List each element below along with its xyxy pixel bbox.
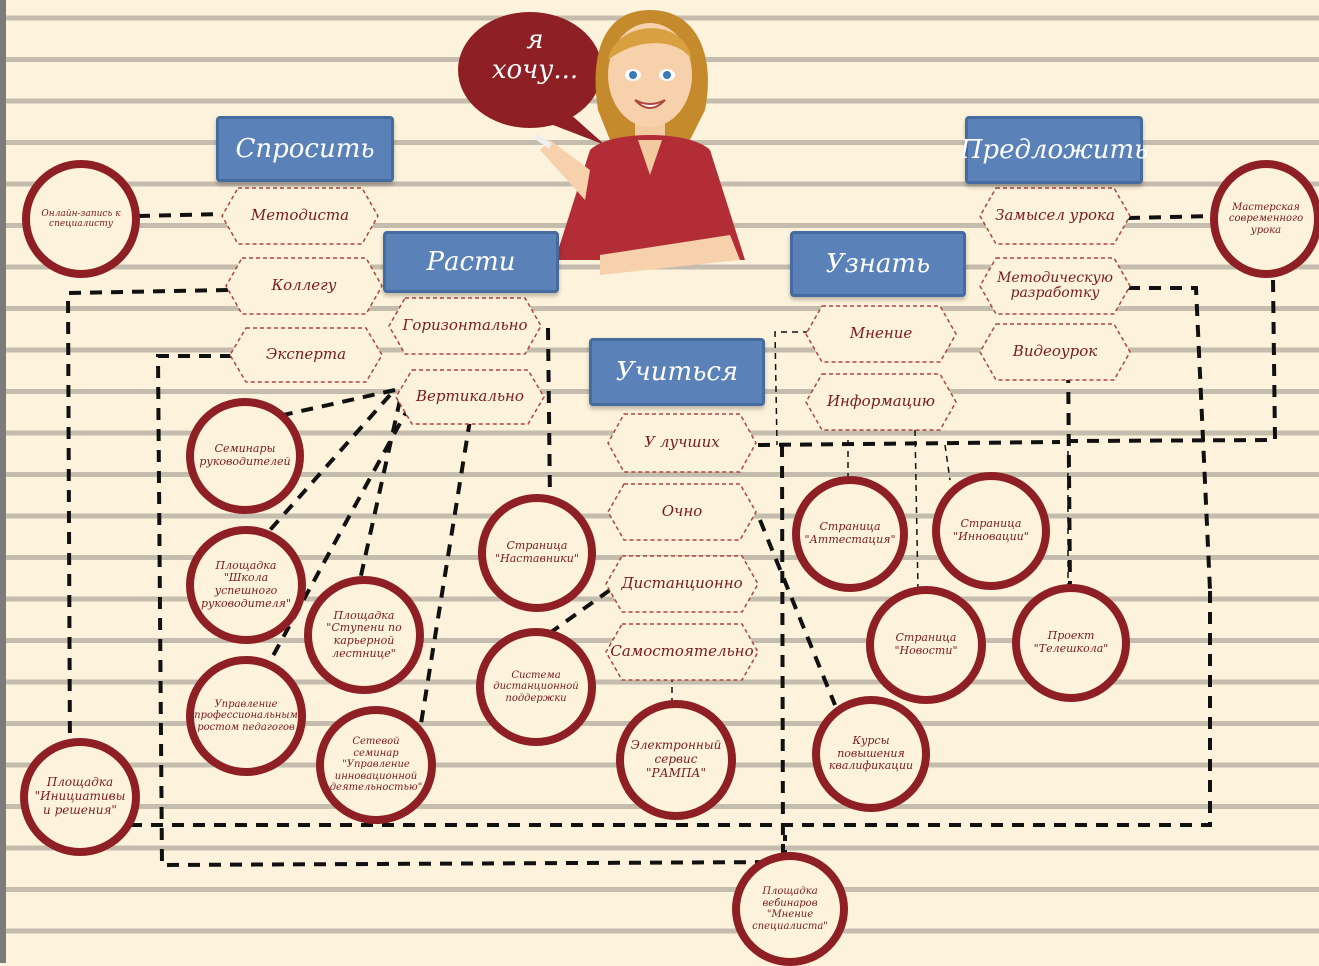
circle-news-page[interactable]: Страница "Новости" (866, 586, 986, 704)
circle-network-seminar[interactable]: Сетевой семинар "Управление инновационно… (316, 706, 436, 824)
circle-seminars[interactable]: Семинары руководителей (186, 398, 304, 514)
hex-mnenie (805, 305, 957, 363)
header-offer[interactable]: Предложить (960, 116, 1148, 184)
hex-zamysel (979, 187, 1131, 245)
hex-samost (605, 623, 759, 681)
hex-metodista (221, 187, 379, 245)
circle-management[interactable]: Управление профессиональным ростом педаг… (186, 656, 306, 776)
bubble-line2: хочу... (491, 54, 579, 85)
connector-vert-seminars (269, 388, 396, 420)
hex-best (607, 413, 757, 473)
hex-horizontal (388, 297, 542, 355)
hex-ochno (607, 483, 757, 541)
left-margin-bar (0, 0, 6, 963)
circle-attestation-page[interactable]: Страница "Аттестация" (792, 476, 908, 592)
circle-initiatives[interactable]: Площадка "Инициативы и решения" (20, 738, 140, 856)
hex-kollegu (225, 257, 383, 315)
circle-mentors-page[interactable]: Страница "Наставники" (478, 494, 596, 612)
hex-method (979, 257, 1131, 315)
header-ask[interactable]: Спросить (216, 116, 394, 182)
connector-best-right (757, 440, 1061, 447)
hex-distance (605, 555, 759, 613)
circle-ramp-service[interactable]: Электронный сервис "РАМПА" (616, 700, 736, 820)
connector-vert-school (268, 393, 392, 532)
circle-distance-system[interactable]: Система дистанционной поддержки (476, 628, 596, 746)
circle-online-booking[interactable]: Онлайн-запись к специалисту (22, 160, 140, 278)
connector-bottom-long (130, 590, 1212, 827)
connector-vert-career (358, 399, 402, 581)
circle-courses[interactable]: Курсы повышения квалификации (812, 696, 930, 812)
connector-info-right (914, 429, 919, 591)
circle-teleschool[interactable]: Проект "Телешкола" (1012, 584, 1130, 702)
circle-workshop[interactable]: Мастерская современного урока (1210, 160, 1319, 278)
circle-webinars[interactable]: Площадка вебинаров "Мнение специалиста" (732, 852, 848, 966)
hex-ekspert (229, 327, 383, 383)
connector-vert-management (266, 404, 412, 666)
circle-career-platform[interactable]: Площадка "Ступени по карьерной лестнице" (304, 576, 424, 694)
connector-teleschool (1066, 349, 1072, 591)
connector-workshop-zamysel (1127, 214, 1213, 220)
hex-vertical (395, 369, 545, 425)
header-know[interactable]: Узнать (790, 231, 966, 297)
teacher-illustration (533, 10, 745, 275)
header-grow[interactable]: Расти (383, 231, 559, 293)
connector-horizontal (546, 327, 552, 501)
connector-info-innov (944, 444, 951, 481)
connector-method-right (1128, 286, 1212, 591)
connector-know-vertical (780, 444, 785, 861)
hex-info (805, 373, 957, 431)
circle-school-platform[interactable]: Площадка "Школа успешного руководителя" (186, 526, 306, 644)
connector-online-metodista (137, 212, 223, 218)
circle-innovations-page[interactable]: Страница "Инновации" (932, 472, 1050, 590)
connector-vert-network (418, 419, 472, 731)
hex-video (979, 323, 1131, 381)
speech-bubble (458, 12, 605, 145)
header-learn[interactable]: Учиться (589, 338, 765, 406)
connector-workshop-down (1069, 279, 1278, 443)
speech-bubble-text: я хочу... (470, 25, 600, 86)
connector-kollegu-loop (65, 288, 229, 761)
bubble-line1: я (526, 25, 544, 55)
